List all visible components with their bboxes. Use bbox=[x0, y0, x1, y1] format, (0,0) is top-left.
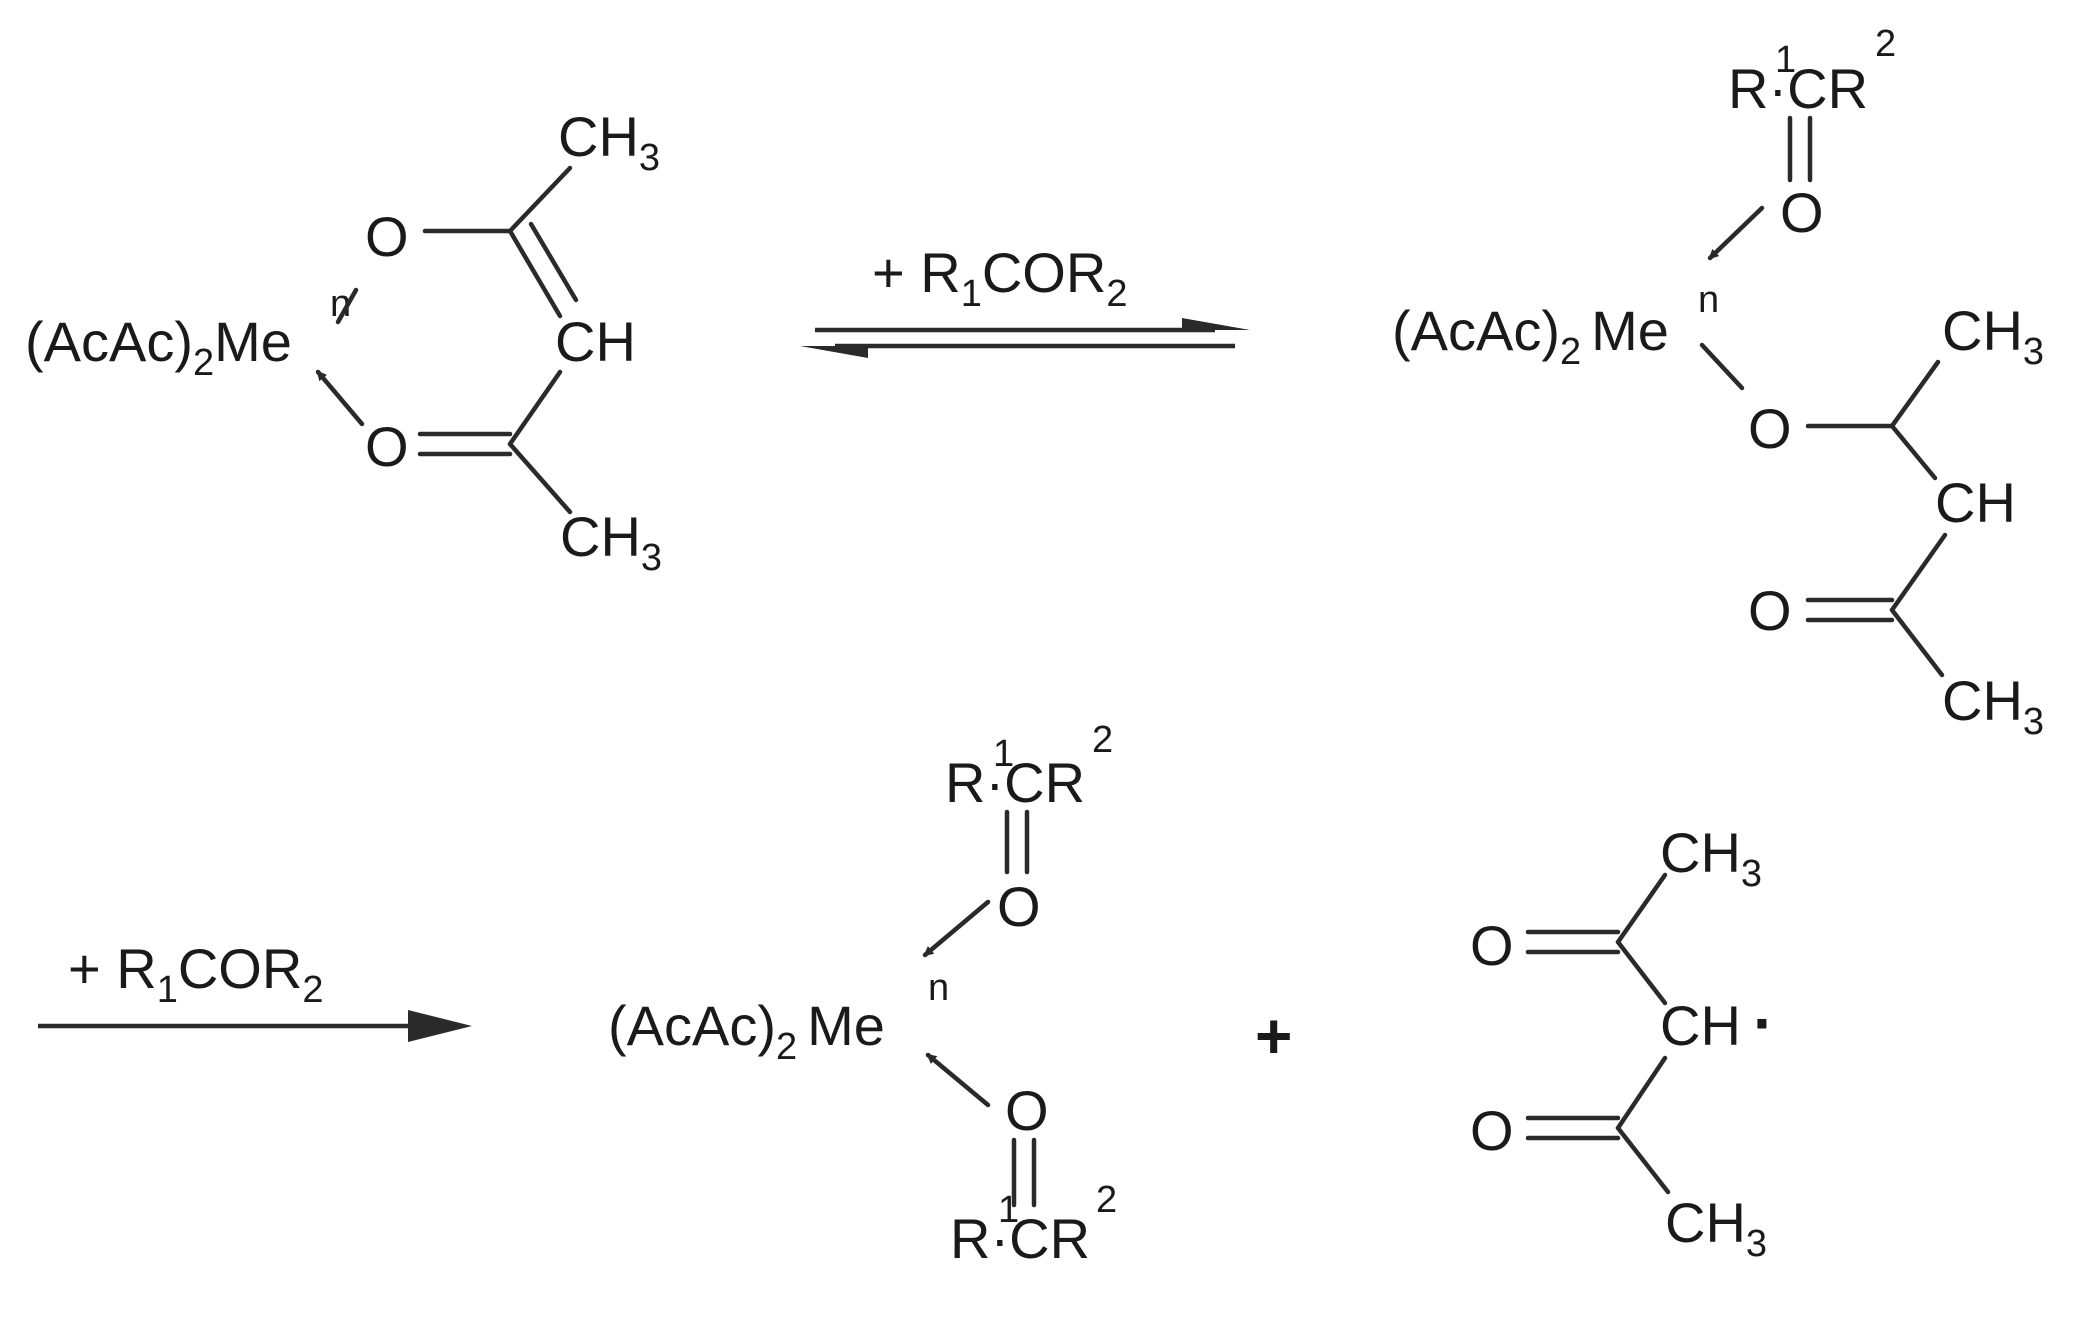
radical-bond-ch-c2 bbox=[1615, 1055, 1668, 1131]
reactant-ch3-bottom: CH3 bbox=[560, 505, 662, 579]
equilibrium-reverse-head bbox=[800, 346, 868, 358]
intermediate-oxidation-n: n bbox=[1698, 279, 1719, 321]
radical-ch3-bottom: CH3 bbox=[1665, 1191, 1767, 1265]
product-ketone-bottom: R·CR bbox=[950, 1207, 1090, 1270]
intermediate-ch: CH bbox=[1935, 471, 2016, 534]
product-ketone-top: R·CR bbox=[945, 751, 1085, 814]
intermediate-ketone-sup1: 1 bbox=[1775, 39, 1796, 81]
intermediate-ketone: R·CR bbox=[1728, 57, 1868, 120]
intermediate-ketone-o: O bbox=[1780, 181, 1824, 244]
reactant-bond-c2-ch3 bbox=[507, 441, 573, 515]
equilibrium-arrow: + R1COR2 bbox=[800, 241, 1250, 358]
product-ketone-top-sup1: 1 bbox=[993, 733, 1014, 775]
reactant-metal-label: (AcAc)2Me bbox=[25, 310, 292, 384]
radical-bond-c2-ch3 bbox=[1615, 1125, 1671, 1195]
intermediate-o-bridge: O bbox=[1748, 397, 1792, 460]
reactant-coord-arrow bbox=[315, 369, 365, 427]
reactant-bond-me-o bbox=[335, 287, 359, 325]
radical-o-top: O bbox=[1470, 914, 1514, 977]
reactant-bond-c1-ch-a bbox=[507, 228, 563, 319]
radical-bond-c1-ch bbox=[1615, 939, 1668, 1006]
product-ketone-bottom-o: O bbox=[1005, 1079, 1049, 1142]
reactant-bond-ch-c2 bbox=[507, 369, 563, 447]
reactant-oxidation-n: n bbox=[330, 283, 351, 325]
reactant-bond-c1-ch3 bbox=[507, 165, 573, 234]
intermediate-ch3-top: CH3 bbox=[1942, 299, 2044, 373]
product-oxidation-n: n bbox=[928, 967, 949, 1009]
radical-dot: · bbox=[1753, 987, 1774, 1059]
radical-ch: CH bbox=[1660, 994, 1741, 1057]
radical-bond-c1-ch3 bbox=[1615, 872, 1668, 945]
intermediate-coord-arrow bbox=[1707, 205, 1765, 261]
intermediate-bond-c-ch bbox=[1889, 423, 1938, 481]
reactant-o-bottom: O bbox=[365, 415, 409, 478]
equilibrium-forward-head bbox=[1182, 318, 1250, 330]
reactant-complex: (AcAc)2Me n O O CH CH3 CH3 bbox=[25, 105, 662, 579]
reactant-o-top: O bbox=[365, 205, 409, 268]
product-ketone-bottom-sup2: 2 bbox=[1096, 1179, 1117, 1221]
product-coord-arrow-top bbox=[922, 899, 991, 958]
intermediate-o-carbonyl: O bbox=[1748, 579, 1792, 642]
product-ketone-bottom-sup1: 1 bbox=[998, 1189, 1019, 1231]
reactant-ch3-top: CH3 bbox=[558, 105, 660, 179]
reactant-bond-c1-ch-b bbox=[528, 221, 579, 303]
forward-arrow-head bbox=[408, 1010, 472, 1042]
intermediate-ch3-bottom: CH3 bbox=[1942, 669, 2044, 743]
product-coord-arrow-bottom bbox=[925, 1052, 991, 1108]
equilibrium-reagent-label: + R1COR2 bbox=[872, 241, 1127, 315]
forward-arrow: + R1COR2 bbox=[38, 937, 472, 1042]
product-ketone-top-sup2: 2 bbox=[1092, 719, 1113, 761]
intermediate-bond-c2-ch3 bbox=[1889, 607, 1945, 678]
intermediate-ketone-sup2: 2 bbox=[1875, 23, 1896, 65]
radical-ch3-top: CH3 bbox=[1660, 821, 1762, 895]
radical-o-bottom: O bbox=[1470, 1099, 1514, 1162]
intermediate-bond-ch-c2 bbox=[1889, 532, 1948, 613]
intermediate-bond-me-o bbox=[1699, 342, 1745, 391]
forward-reagent-label: + R1COR2 bbox=[68, 937, 323, 1011]
product-plus-sign: + bbox=[1255, 1000, 1292, 1072]
product-ketone-top-o: O bbox=[997, 875, 1041, 938]
intermediate-bond-c-ch3 bbox=[1889, 359, 1941, 429]
acac-radical: CH3 O CH · O CH3 bbox=[1470, 821, 1774, 1265]
reactant-ch: CH bbox=[555, 310, 636, 373]
